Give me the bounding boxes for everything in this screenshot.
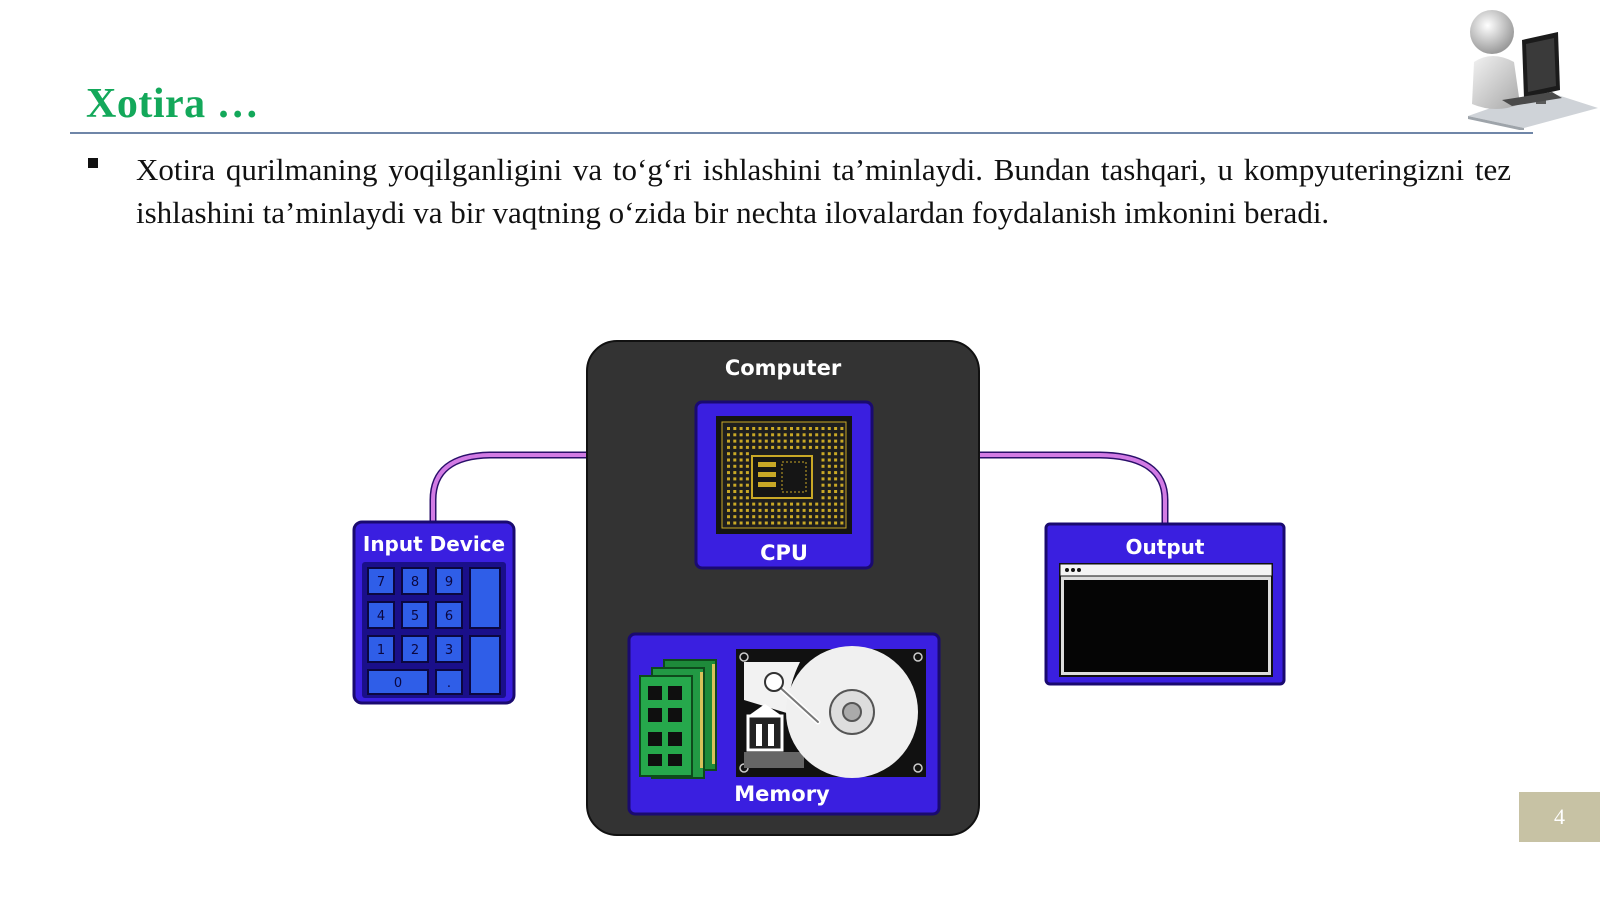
keypad-key-label: 4 [377, 609, 385, 624]
keypad-key-label: 2 [411, 643, 419, 658]
keypad-key [367, 601, 395, 629]
keypad-key-label: 3 [445, 643, 453, 658]
cpu-box: CPU [694, 400, 874, 570]
ram-stick-icon [639, 659, 717, 779]
bullet-marker [88, 158, 98, 168]
keypad-key [367, 567, 395, 595]
keypad-key [435, 601, 463, 629]
keypad-key [435, 567, 463, 595]
keypad-key [435, 669, 463, 695]
keypad-key [367, 669, 429, 695]
computer-label: Computer [725, 356, 842, 380]
monitor-window-icon [1059, 563, 1273, 677]
memory-label: Memory [734, 782, 830, 806]
keypad-key [401, 567, 429, 595]
keypad-key-label: 5 [411, 609, 419, 624]
cpu-chip-icon [716, 416, 852, 534]
keypad-key [435, 635, 463, 663]
presenter-figure-icon [1468, 10, 1598, 130]
keypad-key [367, 635, 395, 663]
output-label: Output [1126, 535, 1205, 559]
page-number-box: 4 [1519, 792, 1600, 842]
keypad-key-label: 0 [394, 676, 402, 691]
input-device-label: Input Device [363, 532, 505, 556]
keypad-icon: 7 8 9 4 5 6 1 2 3 0. [362, 562, 506, 698]
page-number: 4 [1554, 804, 1565, 829]
bullet-text: Xotira qurilmaning yoqilganligini va to‘… [136, 152, 1511, 230]
keypad-key [401, 601, 429, 629]
hard-disk-icon [736, 646, 926, 778]
keypad-key-label: 9 [445, 575, 453, 590]
keypad-key-label: 7 [377, 575, 385, 590]
keypad-key-label: . [447, 676, 451, 691]
keypad-key [401, 635, 429, 663]
title-divider [70, 132, 1533, 134]
keypad-key-label: 8 [411, 575, 419, 590]
keypad-key-tall [469, 567, 501, 629]
slide-title: Xotira … [86, 81, 260, 127]
input-device-box: Input Device 7 8 9 4 5 6 1 2 3 0. [352, 520, 516, 705]
keypad-key-label: 1 [377, 643, 385, 658]
keypad-key-tall [469, 635, 501, 695]
keypad-key-label: 6 [445, 609, 453, 624]
output-box: Output [1044, 522, 1286, 686]
memory-box: Memory [627, 632, 941, 816]
cpu-label: CPU [760, 541, 808, 565]
